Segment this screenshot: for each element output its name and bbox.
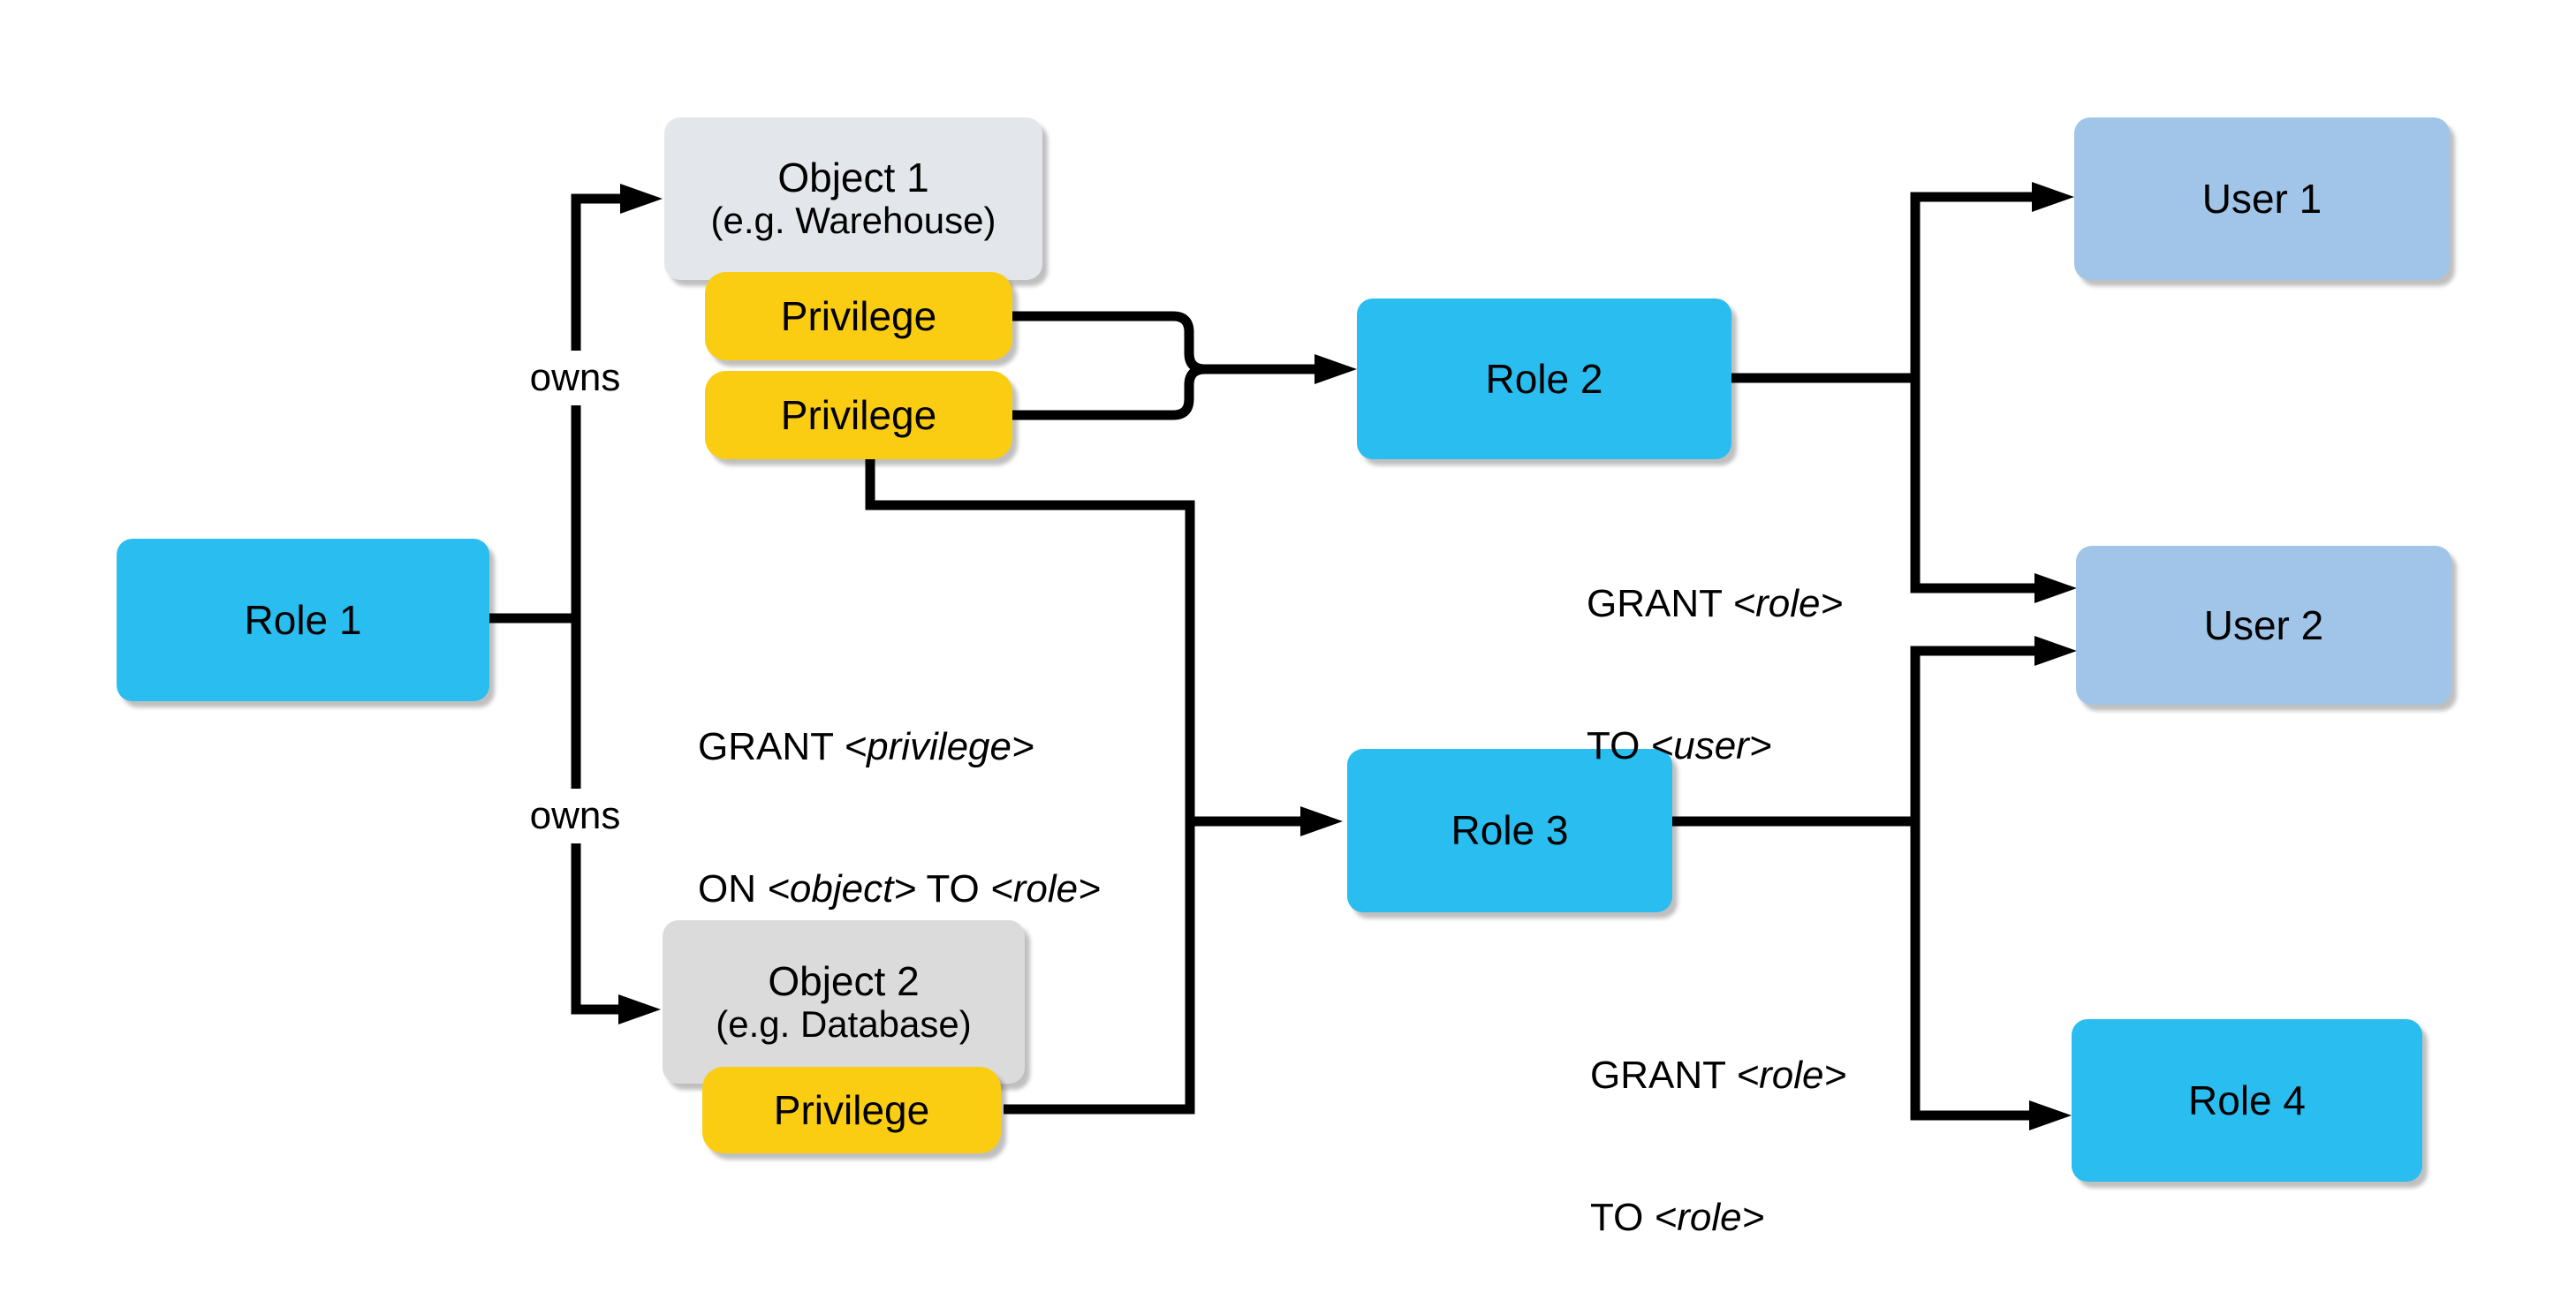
role-2-label: Role 2 xyxy=(1485,355,1603,402)
node-privilege-3: Privilege xyxy=(702,1067,1001,1153)
node-object-1: Object 1 (e.g. Warehouse) xyxy=(664,117,1042,280)
node-privilege-2: Privilege xyxy=(705,371,1012,459)
edge-branch-to-user2-upper xyxy=(1910,378,2034,593)
node-role-4: Role 4 xyxy=(2072,1019,2422,1182)
arrowhead-user2-lower xyxy=(2034,636,2077,666)
edge-label-owns-bottom: owns xyxy=(524,789,626,843)
node-user-2: User 2 xyxy=(2076,546,2451,705)
object-2-subtitle: (e.g. Database) xyxy=(716,1002,972,1045)
user-1-label: User 1 xyxy=(2201,175,2322,222)
node-role-1: Role 1 xyxy=(117,539,489,701)
edge-branch-to-user1 xyxy=(1910,192,2032,378)
privilege-1-label: Privilege xyxy=(780,292,937,339)
arrowhead-user1 xyxy=(2032,182,2074,212)
arrowhead-role2 xyxy=(1315,354,1357,384)
annotation-line: GRANT <role> xyxy=(1590,1054,1847,1098)
edge-trunk-to-object2 xyxy=(571,618,618,1015)
privilege-3-label: Privilege xyxy=(773,1086,930,1133)
edge-trunk-to-object1 xyxy=(571,193,620,618)
annotation-line: ON <object> TO <role> xyxy=(698,867,1101,911)
privilege-2-label: Privilege xyxy=(780,391,937,438)
arrowhead-user2-upper xyxy=(2034,573,2077,603)
node-object-2: Object 2 (e.g. Database) xyxy=(663,920,1025,1084)
node-role-2: Role 2 xyxy=(1357,299,1731,459)
arrowhead-role3 xyxy=(1300,806,1343,836)
user-2-label: User 2 xyxy=(2203,601,2324,648)
object-1-title: Object 1 xyxy=(777,155,929,201)
arrowhead-role4 xyxy=(2029,1100,2072,1130)
edge-branch-to-user2-lower xyxy=(1910,646,2034,821)
edge-privilege2-merge xyxy=(1012,364,1206,420)
arrowhead-object2 xyxy=(618,994,661,1024)
role-1-label: Role 1 xyxy=(244,596,362,643)
annotation-line: GRANT <privilege> xyxy=(698,725,1034,769)
node-privilege-1: Privilege xyxy=(705,272,1012,360)
annotation-grant-role-to-role: GRANT <role> TO <role> xyxy=(1590,957,1846,1300)
role-4-label: Role 4 xyxy=(2188,1077,2306,1123)
annotation-line: GRANT <role> xyxy=(1587,582,1844,626)
edge-privilege1-merge xyxy=(1012,311,1206,374)
annotation-grant-role-to-user: GRANT <role> TO <user> xyxy=(1587,486,1843,865)
annotation-line: TO <user> xyxy=(1587,724,1772,768)
object-1-subtitle: (e.g. Warehouse) xyxy=(710,200,996,242)
edge-privileges-to-role3-junction xyxy=(865,459,1195,1115)
annotation-line: TO <role> xyxy=(1590,1196,1765,1240)
annotation-grant-privilege-on-object: GRANT <privilege> ON <object> TO <role> xyxy=(698,629,1101,1008)
role-3-label: Role 3 xyxy=(1451,807,1569,854)
object-2-title: Object 2 xyxy=(768,957,920,1004)
edge-branch-to-role4 xyxy=(1910,821,2029,1121)
edge-label-owns-top: owns xyxy=(524,351,626,405)
arrowhead-object1 xyxy=(620,184,663,214)
node-user-1: User 1 xyxy=(2074,117,2450,280)
node-role-3: Role 3 xyxy=(1347,749,1672,912)
